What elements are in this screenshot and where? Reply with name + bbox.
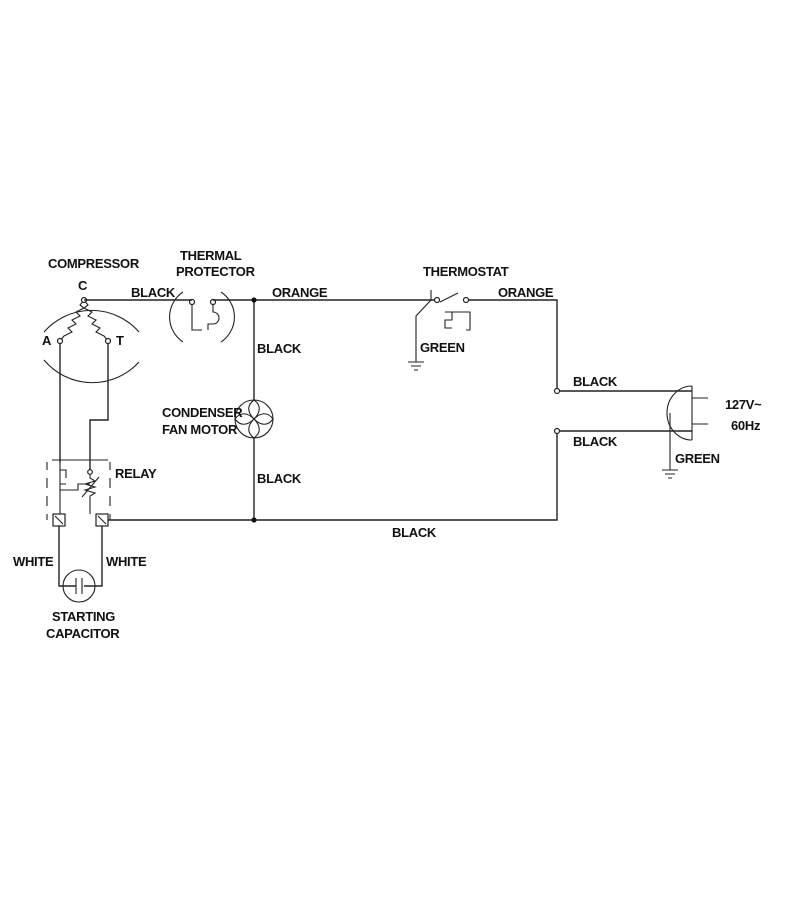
wire-label-black-fan-upper: BLACK	[257, 341, 302, 356]
terminal-t-dot	[104, 337, 112, 345]
plug-prongs	[692, 397, 708, 425]
relay-label: RELAY	[115, 466, 157, 481]
capacitor-label-1: STARTING	[52, 609, 115, 624]
wire-label-green-plug: GREEN	[675, 451, 720, 466]
terminal-a-label: A	[42, 333, 52, 348]
terminal-c-label: C	[78, 278, 88, 293]
compressor-label: COMPRESSOR	[48, 256, 140, 271]
protector-housing-left	[169, 291, 184, 343]
condenser-fan-motor: CONDENSER FAN MOTOR	[162, 399, 274, 439]
relay-terminal-screws	[54, 515, 107, 525]
relay-coil	[83, 472, 97, 514]
supply-label-frequency: 60Hz	[731, 418, 761, 433]
wire-white-right	[84, 526, 103, 587]
wire-label-black-top: BLACK	[131, 285, 176, 300]
wire-label-orange-left: ORANGE	[272, 285, 328, 300]
thermostat-switch-arm	[439, 292, 459, 303]
power-plug: BLACK BLACK GREEN 127V~ 60Hz	[553, 374, 762, 479]
fan-blade-right	[253, 413, 274, 425]
fan-blade-bottom	[248, 418, 260, 439]
thermostat-contact-left	[433, 296, 441, 304]
wire-label-white-left: WHITE	[13, 554, 54, 569]
plug-terminal-lower	[553, 427, 561, 435]
relay: RELAY	[46, 343, 157, 527]
wire-label-black-plug-upper: BLACK	[573, 374, 618, 389]
thermal-protector: THERMAL PROTECTOR	[169, 248, 256, 343]
wire-label-black-bottom: BLACK	[392, 525, 437, 540]
protector-label-2: PROTECTOR	[176, 264, 256, 279]
supply-label-voltage: 127V~	[725, 397, 762, 412]
junction-top	[251, 297, 257, 303]
thermostat: THERMOSTAT GREEN	[408, 264, 509, 371]
wire-label-orange-right: ORANGE	[498, 285, 554, 300]
thermostat-bellows	[444, 311, 453, 329]
thermostat-ground-wire	[415, 290, 432, 362]
compressor-winding-right	[82, 299, 109, 342]
relay-coil-terminal	[87, 469, 93, 475]
wire-label-black-plug-lower: BLACK	[573, 434, 618, 449]
wire-white-left	[58, 526, 76, 587]
thermostat-ground-symbol	[408, 361, 424, 371]
wire-label-green-thermostat: GREEN	[420, 340, 465, 355]
plug-body	[666, 385, 693, 441]
compressor-housing-upper	[43, 309, 140, 333]
compressor: COMPRESSOR C A T	[42, 256, 140, 384]
capacitor-housing	[62, 569, 96, 603]
junction-bottom	[251, 517, 257, 523]
wire-label-white-right: WHITE	[106, 554, 147, 569]
relay-contacts	[59, 463, 67, 514]
protector-housing-right	[220, 291, 235, 343]
terminal-a-dot	[56, 337, 64, 345]
capacitor-label-2: CAPACITOR	[46, 626, 120, 641]
protector-element-left	[191, 304, 202, 331]
condenser-label-1: CONDENSER	[162, 405, 243, 420]
fan-blade-top	[248, 399, 260, 420]
plug-terminal-upper	[553, 387, 561, 395]
protector-element-right	[207, 304, 220, 330]
relay-link	[60, 483, 90, 491]
thermostat-sensor	[452, 311, 471, 331]
capacitor-plates	[75, 578, 83, 594]
terminal-t-label: T	[116, 333, 124, 348]
plug-ground-symbol	[662, 469, 678, 479]
thermostat-contact-right	[462, 296, 470, 304]
thermostat-label: THERMOSTAT	[423, 264, 509, 279]
condenser-label-2: FAN MOTOR	[162, 422, 238, 437]
protector-label-1: THERMAL	[180, 248, 242, 263]
compressor-winding-left	[59, 299, 86, 342]
starting-capacitor: WHITE WHITE STARTING CAPACITOR	[13, 526, 147, 641]
wire-black-bottom	[102, 431, 558, 521]
wire-t-to-relay	[89, 343, 109, 472]
compressor-housing-lower	[43, 359, 140, 384]
wire-label-black-fan-lower: BLACK	[257, 471, 302, 486]
relay-coil-arrow	[81, 476, 100, 498]
fan-blade-left	[234, 413, 255, 425]
wire-orange-right	[466, 299, 558, 390]
